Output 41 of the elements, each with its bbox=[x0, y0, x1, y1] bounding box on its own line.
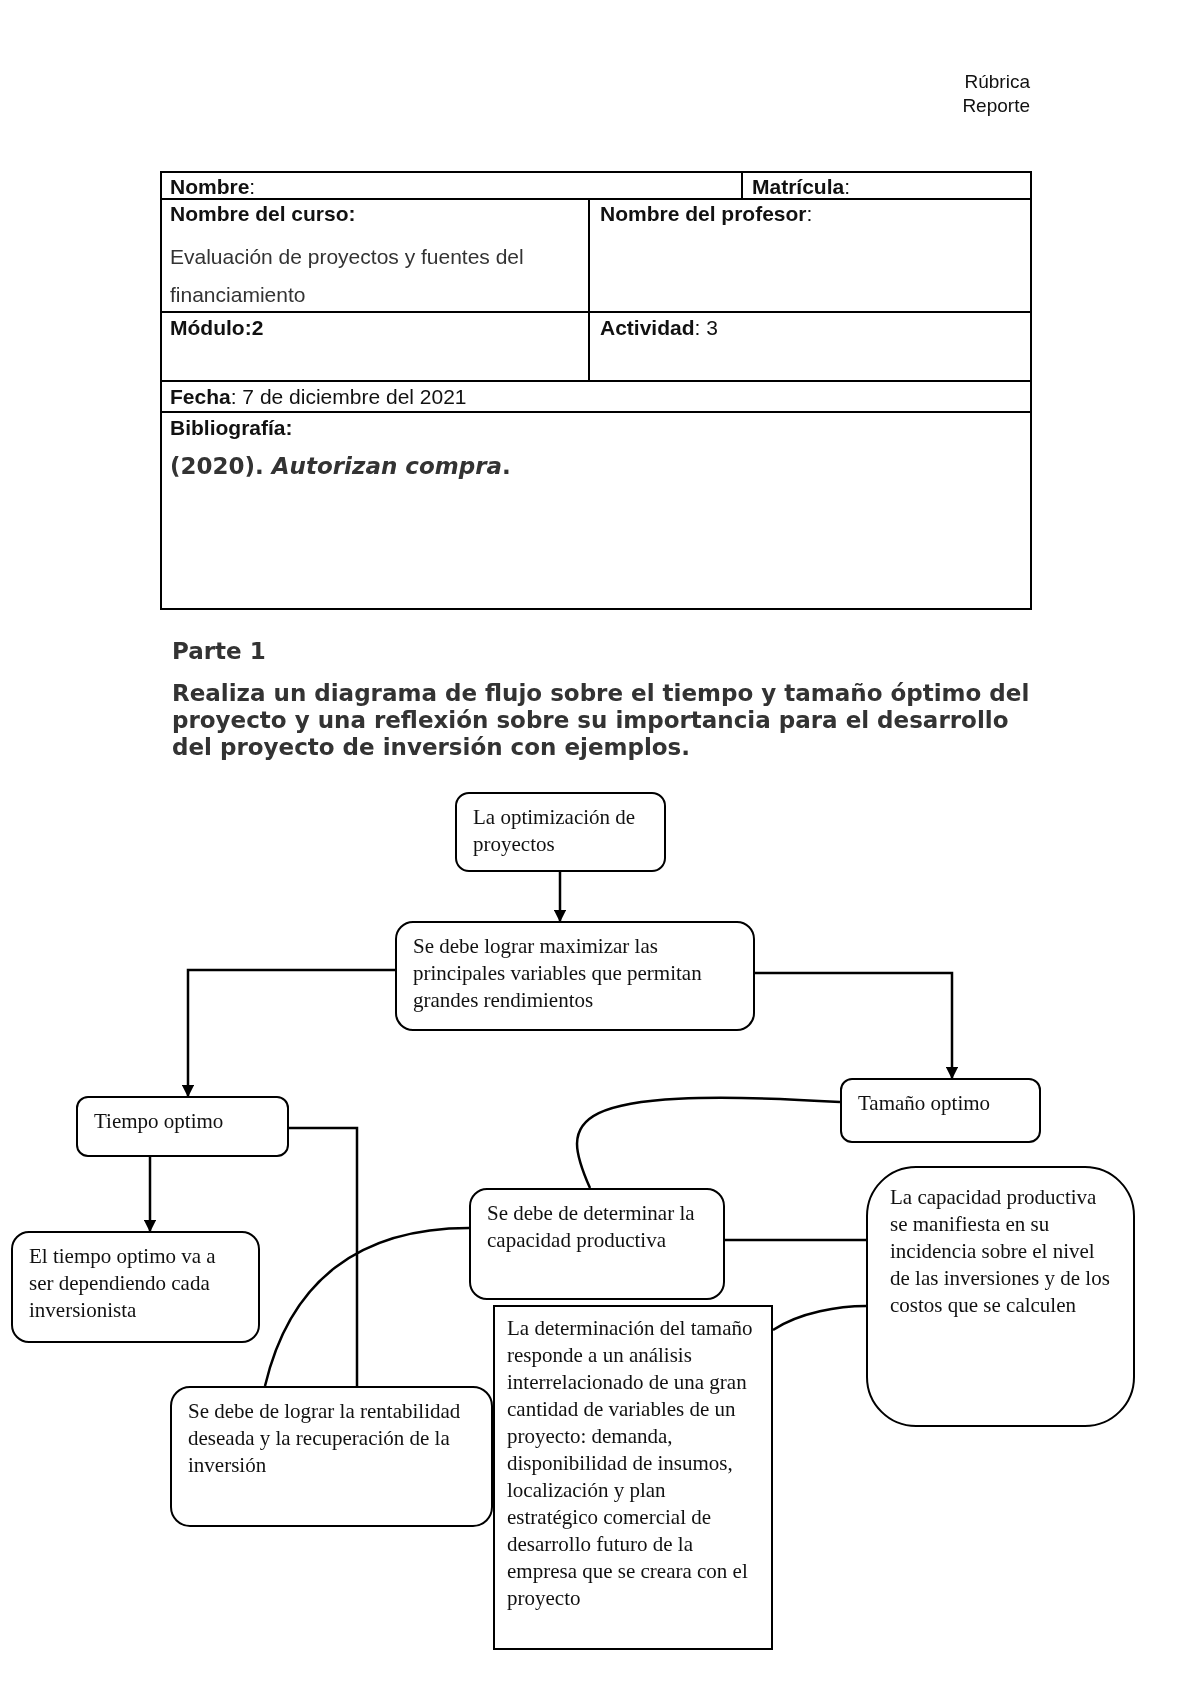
field-label: Matrícula: bbox=[752, 174, 851, 200]
process-box bbox=[455, 792, 666, 872]
node-text: El tiempo optimo va a ser dependiendo cada inversionista bbox=[29, 1243, 217, 1324]
field-label: Fecha: 7 de diciembre del 2021 bbox=[170, 384, 467, 410]
section-heading: Parte 1 bbox=[172, 638, 266, 664]
node-text: La optimización de proyectos bbox=[473, 804, 637, 858]
connector-line bbox=[289, 1126, 359, 1386]
node-text: Se debe de lograr la rentabilidad deseada y la recuperación de la inversión bbox=[188, 1398, 462, 1479]
connector-line bbox=[576, 1096, 841, 1189]
arrow bbox=[755, 971, 959, 1080]
header-text: Rúbrica bbox=[963, 70, 1030, 93]
node-text: La determinación del tamaño responde a un análisis interrelacionado de una gran cantidad de variables de un proyecto: demanda, disponibilidad de insumos, localización y plan estratégico comercial de desarrollo futuro de la empresa que se creara con el proyecto bbox=[507, 1315, 754, 1612]
citation-text: (2020). Autorizan compra. bbox=[170, 453, 512, 480]
field-label: Bibliografía: bbox=[170, 415, 293, 441]
header-text: Reporte bbox=[961, 94, 1030, 117]
arrow bbox=[143, 1157, 157, 1233]
field-label: Módulo:2 bbox=[170, 315, 264, 341]
field-value: Evaluación de proyectos y fuentes del financiamiento bbox=[170, 244, 525, 308]
node-text: La capacidad productiva se manifiesta en su incidencia sobre el nivel de las inversiones y de los costos que se calculen bbox=[890, 1184, 1111, 1319]
process-box bbox=[840, 1078, 1041, 1143]
connector-line bbox=[772, 1304, 867, 1332]
process-box bbox=[493, 1305, 773, 1650]
connector-line bbox=[725, 1238, 866, 1242]
node-text: Se debe lograr maximizar las principales variables que permitan grandes rendimientos bbox=[413, 933, 703, 1014]
arrow bbox=[553, 872, 567, 923]
instruction-text: Realiza un diagrama de flujo sobre el tiempo y tamaño óptimo del proyecto y una reflexión sobre su importancia para el desarrollo del proyecto de inversión con ejemplos. bbox=[172, 680, 1031, 761]
process-box bbox=[866, 1166, 1135, 1427]
field-label: Nombre del profesor: bbox=[600, 201, 813, 227]
connector-line bbox=[263, 1226, 470, 1387]
process-box bbox=[170, 1386, 493, 1527]
node-text: Tiempo optimo bbox=[94, 1108, 225, 1135]
process-box bbox=[11, 1231, 260, 1343]
process-box bbox=[76, 1096, 289, 1157]
node-text: Se debe de determinar la capacidad productiva bbox=[487, 1200, 696, 1254]
process-box bbox=[395, 921, 755, 1031]
field-label: Nombre del curso: bbox=[170, 201, 356, 227]
process-box bbox=[469, 1188, 725, 1300]
arrow bbox=[181, 968, 395, 1098]
field-label: Nombre: bbox=[170, 174, 256, 200]
field-label: Actividad: 3 bbox=[600, 315, 718, 341]
node-text: Tamaño optimo bbox=[858, 1090, 992, 1117]
